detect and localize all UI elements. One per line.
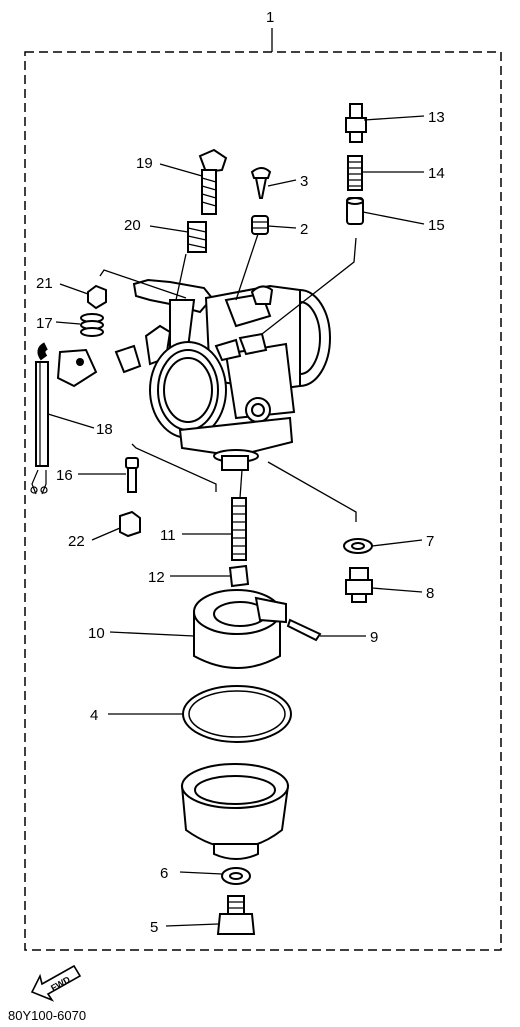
label-6: 6	[160, 865, 168, 882]
part-labels: 13 14 15 19 3 20 2 21 17 18 16 22 11 7 1…	[36, 109, 445, 936]
label-18: 18	[96, 421, 113, 438]
part-14-spring	[347, 155, 363, 191]
part-13-fitting	[345, 103, 367, 143]
drawing-code: 80Y100-6070	[8, 1008, 86, 1023]
label-22: 22	[68, 533, 85, 550]
label-15: 15	[428, 217, 445, 234]
label-16: 16	[56, 467, 73, 484]
part-6-washer	[221, 867, 251, 885]
part-17-spring	[80, 313, 104, 337]
part-19-screw	[198, 148, 228, 215]
label-21: 21	[36, 275, 53, 292]
label-13: 13	[428, 109, 445, 126]
leader-lines	[47, 115, 425, 927]
label-11: 11	[160, 527, 176, 544]
label-14: 14	[428, 165, 445, 182]
part-21-nut	[87, 284, 107, 310]
label-19: 19	[136, 155, 153, 172]
part-7-washer	[343, 538, 373, 554]
label-20: 20	[124, 217, 141, 234]
float-bowl	[180, 763, 290, 860]
part-2-spring	[251, 215, 269, 235]
label-5: 5	[150, 919, 158, 936]
label-9: 9	[370, 629, 378, 646]
part-16-screw	[125, 457, 139, 493]
label-8: 8	[426, 585, 434, 602]
part-20-spring	[187, 221, 207, 253]
label-3: 3	[300, 173, 308, 190]
label-7: 7	[426, 533, 434, 550]
part-3-screw	[250, 167, 272, 199]
label-10: 10	[88, 625, 105, 642]
part-4-gasket	[182, 685, 292, 743]
part-10-float	[193, 589, 287, 669]
part-15-valve	[346, 197, 364, 225]
assembly-boundary	[24, 51, 502, 951]
label-4: 4	[90, 707, 98, 724]
part-11-needle-jet	[231, 497, 247, 561]
label-12: 12	[148, 569, 165, 586]
part-5-drain-bolt	[216, 895, 256, 935]
part-8-valve-seat	[345, 567, 373, 603]
label-17: 17	[36, 315, 53, 332]
fwd-arrow-icon: FWD	[30, 964, 82, 1002]
assembly-number: 1	[266, 9, 274, 26]
part-22-cap	[119, 510, 141, 538]
part-9-pin	[286, 618, 322, 642]
part-12-main-jet	[228, 564, 250, 588]
carburetor-body	[114, 278, 331, 471]
label-2: 2	[300, 221, 308, 238]
